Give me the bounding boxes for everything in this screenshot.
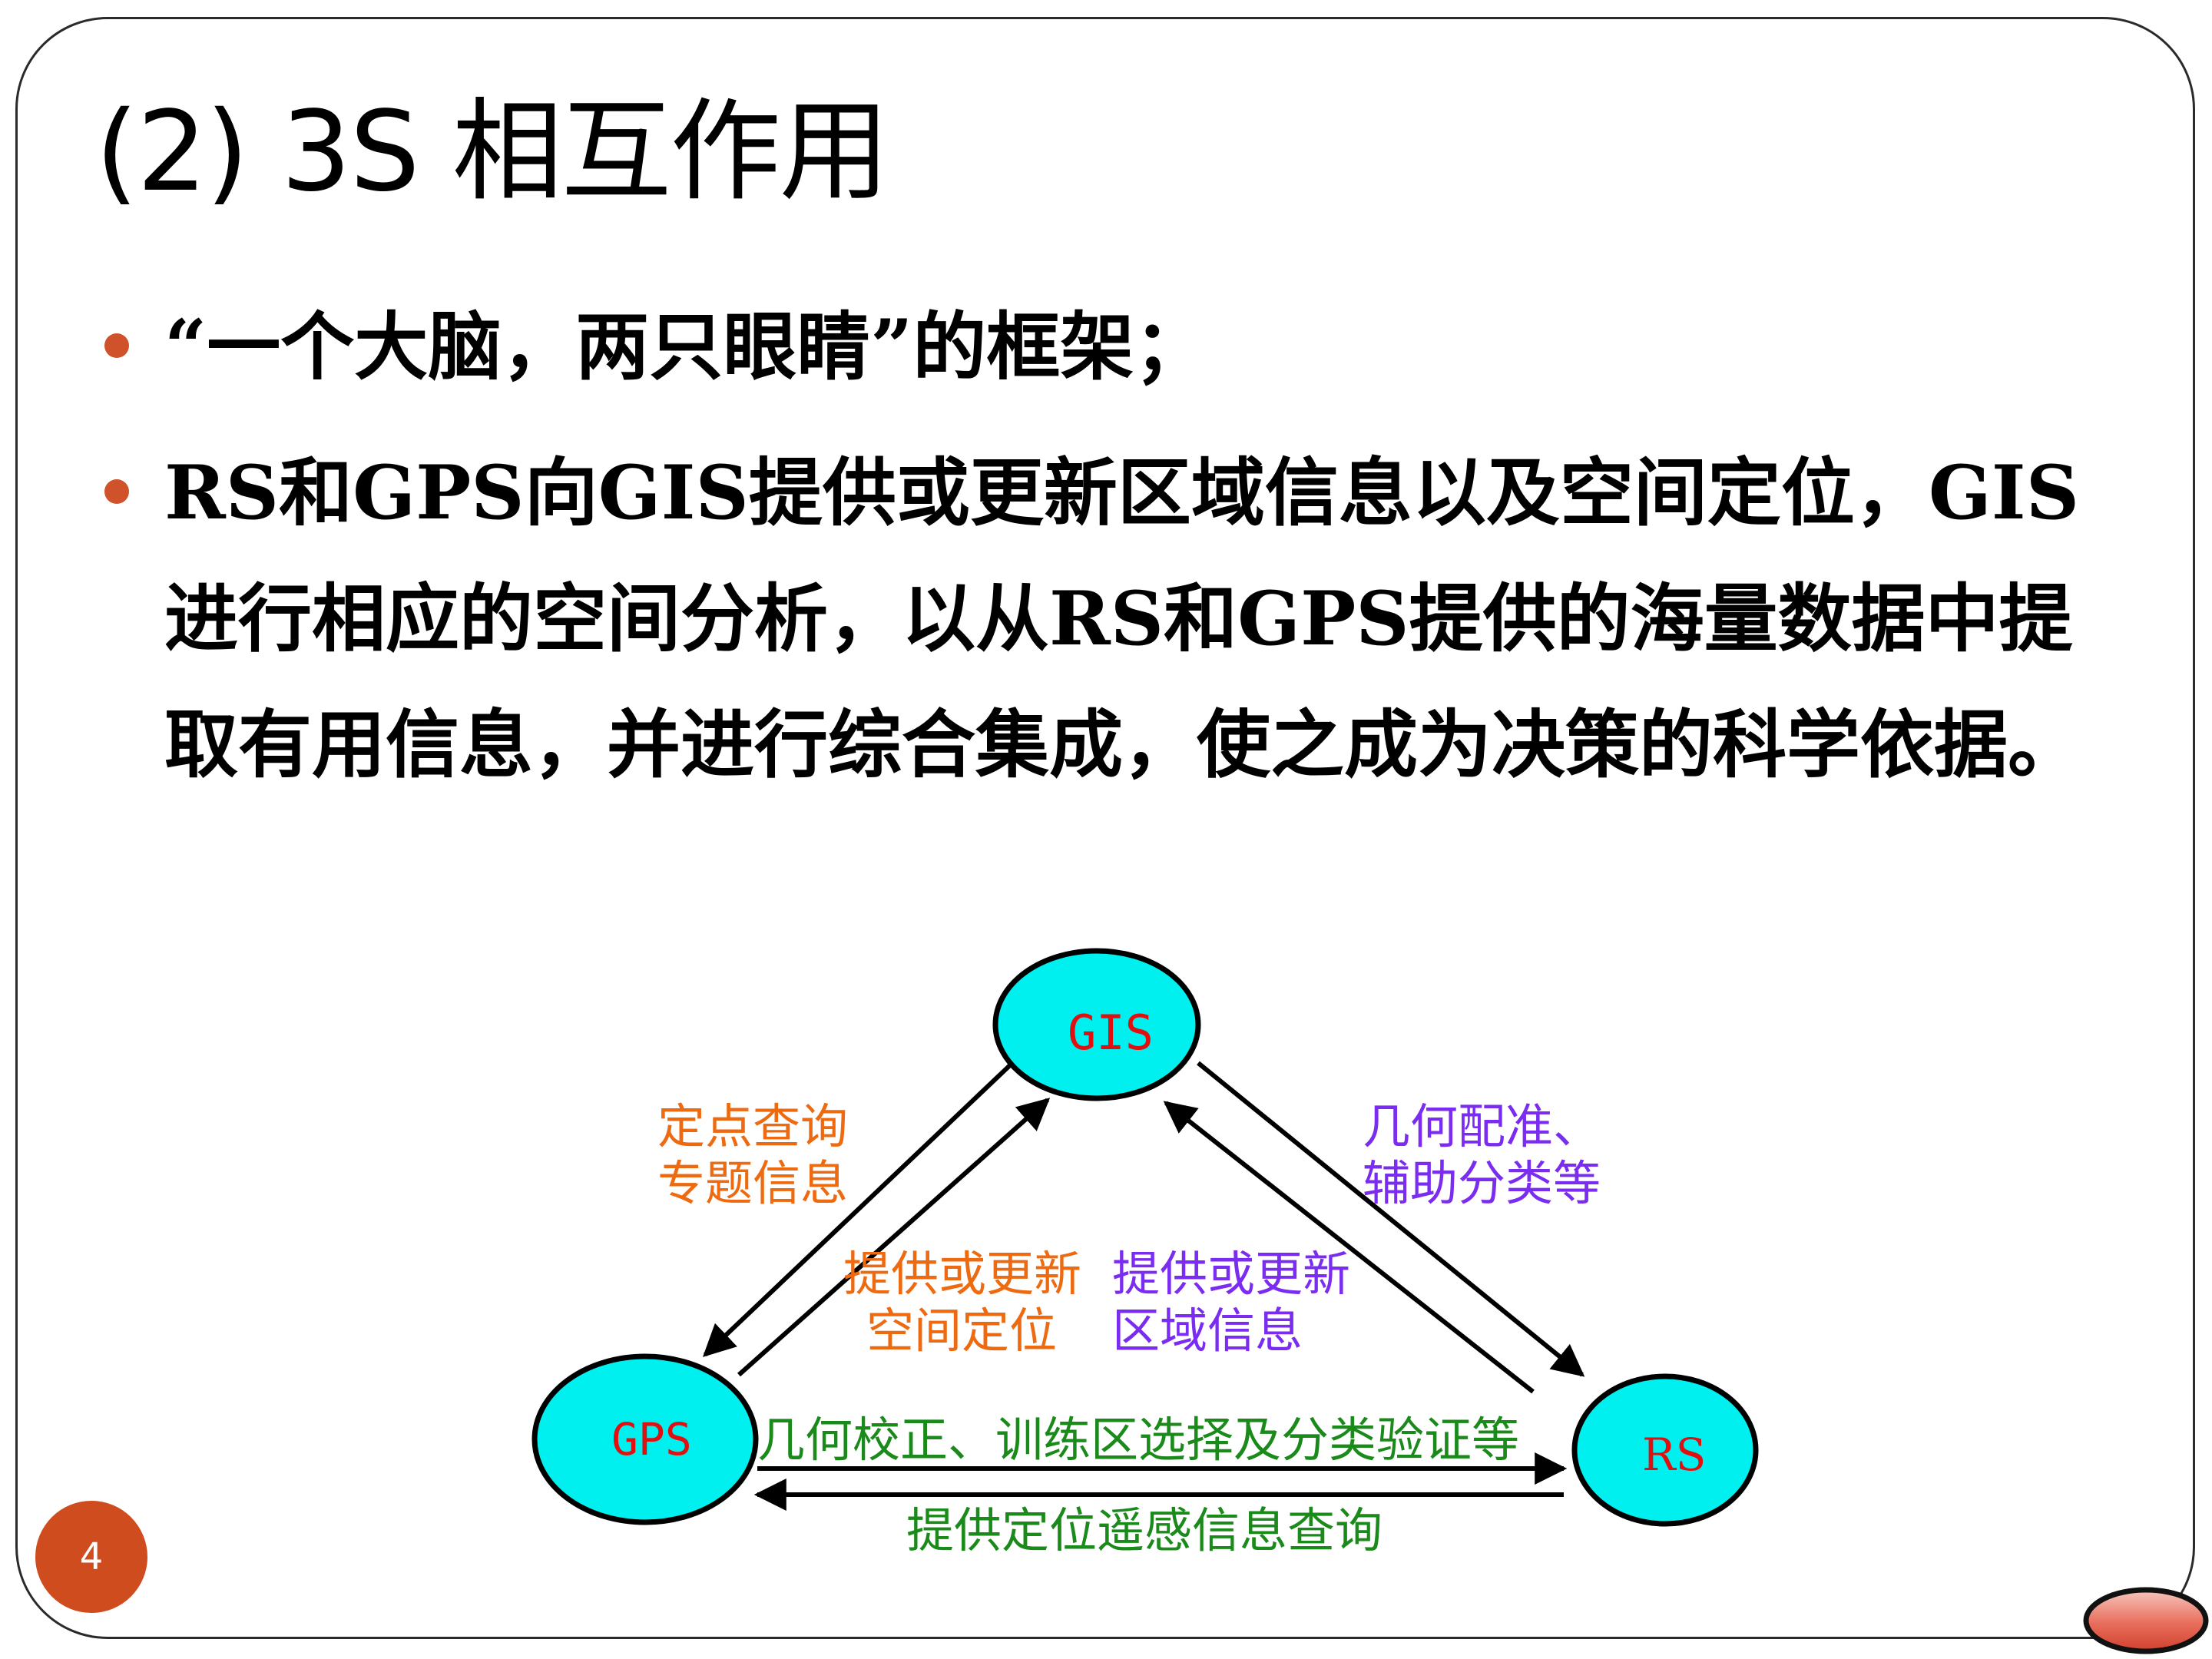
gps-node-label: GPS	[611, 1413, 692, 1465]
arrow-gis-to-gps	[702, 1062, 1013, 1357]
bullet-dot	[104, 479, 129, 504]
rs-node	[1571, 1373, 1759, 1527]
label-gis-to-rs-line1: 几何配准、	[1363, 1098, 1601, 1154]
label-gps-to-gis-line2: 空间定位	[866, 1303, 1057, 1359]
bullet-list: “一个大脑，两只眼睛”的框架； RS和GPS向GIS提供或更新区域信息以及空间定…	[100, 284, 2112, 828]
label-gis-to-rs-line2: 辅助分类等	[1363, 1155, 1601, 1211]
gis-node-label: GIS	[1068, 1005, 1154, 1061]
label-rs-to-gis-line2: 区域信息	[1112, 1303, 1303, 1359]
label-rs-to-gis-line1: 提供或更新	[1112, 1246, 1350, 1302]
bullet-text: RS和GPS向GIS提供或更新区域信息以及空间定位，GIS进行相应的空间分析，以…	[164, 449, 2081, 788]
bullet-item: RS和GPS向GIS提供或更新区域信息以及空间定位，GIS进行相应的空间分析，以…	[100, 430, 2112, 808]
arrow-gis-to-rs	[1197, 1061, 1585, 1377]
bullet-text: “一个大脑，两只眼睛”的框架；	[164, 303, 1208, 390]
slide-frame	[15, 17, 2195, 1639]
label-gis-to-gps-line1: 定点查询	[657, 1098, 848, 1154]
gps-node	[531, 1353, 759, 1525]
arrow-rs-to-gis	[1163, 1101, 1535, 1394]
label-gis-to-gps-line2: 专题信息	[657, 1155, 848, 1211]
corner-ornament	[2083, 1587, 2209, 1654]
bullet-dot	[104, 333, 129, 358]
page-number-badge: 4	[35, 1501, 147, 1613]
label-rs-to-gps: 提供定位遥感信息查询	[906, 1502, 1382, 1558]
bullet-item: “一个大脑，两只眼睛”的框架；	[100, 284, 2112, 410]
rs-node-label: RS	[1642, 1429, 1706, 1481]
slide-title: (2) 3S 相互作用	[95, 87, 890, 216]
gis-node	[992, 948, 1201, 1101]
label-gps-to-rs: 几何校正、训练区选择及分类验证等	[757, 1412, 1519, 1468]
arrow-gps-to-gis	[737, 1098, 1051, 1377]
label-gps-to-gis-line1: 提供或更新	[843, 1246, 1081, 1302]
